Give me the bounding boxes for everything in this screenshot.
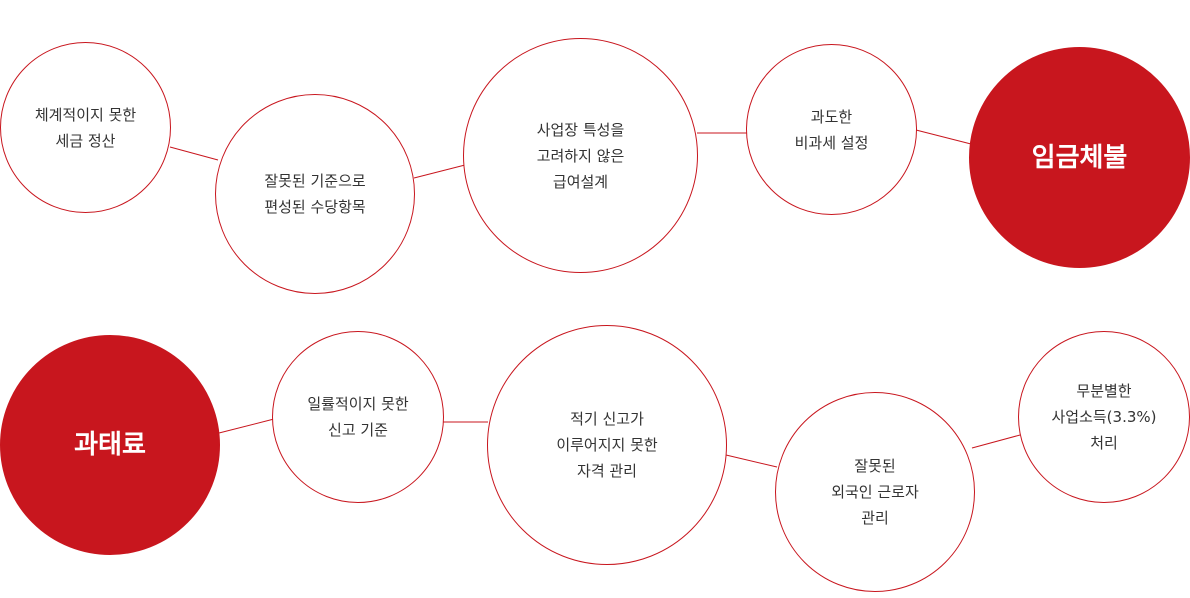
cause-node-allowance-items: 잘못된 기준으로 편성된 수당항목 [215, 94, 415, 294]
node-label-line: 과도한 [810, 107, 853, 126]
node-label: 잘못된 기준으로 편성된 수당항목 [264, 168, 365, 220]
node-label-line: 고려하지 않은 [536, 146, 625, 165]
cause-node-non-taxable: 과도한 비과세 설정 [746, 44, 917, 215]
node-label-line: 체계적이지 못한 [34, 105, 137, 124]
node-label-line: 과태료 [74, 430, 146, 460]
node-label-line: 사업소득(3.3%) [1051, 408, 1157, 426]
cause-node-salary-design: 사업장 특성을 고려하지 않은 급여설계 [463, 38, 698, 273]
node-label: 과도한 비과세 설정 [795, 104, 869, 156]
node-label-line: 잘못된 기준으로 [264, 172, 366, 190]
cause-node-report-criteria: 일률적이지 못한 신고 기준 [272, 331, 444, 503]
node-label: 임금체불 [1032, 142, 1128, 174]
node-label-line: 무분별한 [1076, 382, 1132, 400]
node-label-line: 이루어지지 못한 [556, 436, 658, 454]
node-label: 체계적이지 못한 세금 정산 [35, 102, 136, 154]
node-label-line: 급여설계 [552, 172, 609, 191]
node-label: 잘못된 외국인 근로자 관리 [831, 453, 919, 531]
node-label: 과태료 [74, 429, 146, 461]
cause-node-foreign-workers: 잘못된 외국인 근로자 관리 [775, 392, 975, 592]
cause-node-tax-settlement: 체계적이지 못한 세금 정산 [0, 42, 171, 213]
connector-row2-4 [971, 434, 1021, 449]
node-label-line: 적기 신고가 [570, 410, 644, 428]
node-label-line: 외국인 근로자 [831, 483, 919, 501]
connector-row1-4 [915, 129, 972, 145]
node-label: 무분별한 사업소득(3.3%) 처리 [1051, 378, 1156, 456]
connector-row2-1 [218, 418, 275, 434]
outcome-node-wage-arrears: 임금체불 [969, 47, 1190, 268]
node-label: 적기 신고가 이루어지지 못한 자격 관리 [556, 406, 657, 484]
node-label-line: 신고 기준 [328, 421, 388, 439]
connector-row1-1 [169, 146, 219, 161]
node-label-line: 사업장 특성을 [536, 120, 625, 139]
connector-row2-3 [725, 454, 778, 468]
node-label-line: 관리 [861, 509, 889, 527]
cause-node-business-income: 무분별한 사업소득(3.3%) 처리 [1018, 331, 1190, 503]
connector-row1-2 [413, 164, 466, 179]
node-label: 사업장 특성을 고려하지 않은 급여설계 [537, 117, 625, 195]
node-label-line: 처리 [1090, 434, 1118, 452]
node-label-line: 세금 정산 [55, 131, 116, 150]
outcome-node-penalty: 과태료 [0, 335, 220, 555]
node-label-line: 편성된 수당항목 [264, 198, 366, 216]
cause-node-qualification-management: 적기 신고가 이루어지지 못한 자격 관리 [487, 325, 727, 565]
node-label-line: 일률적이지 못한 [307, 395, 409, 413]
node-label-line: 임금체불 [1031, 142, 1128, 173]
node-label-line: 자격 관리 [577, 462, 637, 480]
node-label-line: 비과세 설정 [794, 133, 869, 152]
node-label: 일률적이지 못한 신고 기준 [307, 391, 408, 443]
node-label-line: 잘못된 [854, 457, 896, 475]
